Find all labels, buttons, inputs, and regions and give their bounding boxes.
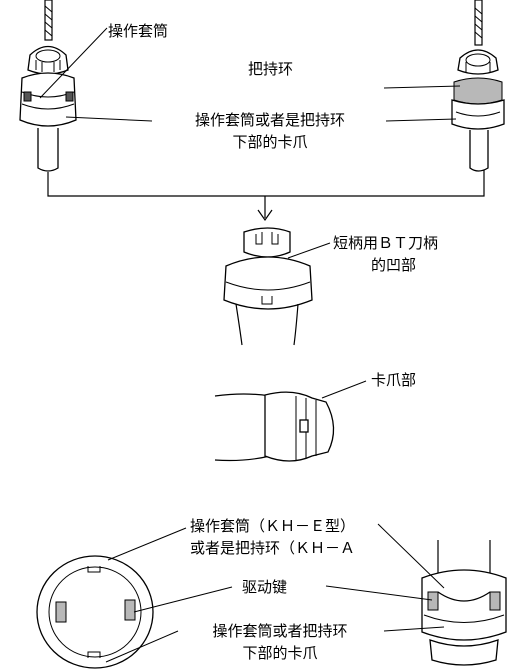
label-claw-part: 卡爪部 (371, 371, 417, 389)
label-bt-recess-line2: 的凹部 (371, 256, 417, 274)
label-holding-ring: 把持环 (248, 60, 294, 78)
label-claw-line1: 操作套筒或者是把持环 (194, 111, 345, 129)
label-bottom-claw-line1: 操作套筒或者把持环 (212, 622, 348, 640)
claw-part (214, 391, 335, 462)
tool-holder-left (19, 0, 77, 172)
bt-holder (223, 227, 313, 346)
label-bt-recess-line1: 短柄用ＢＴ刀柄 (333, 234, 439, 252)
label-drive-key: 驱动键 (242, 578, 288, 596)
tool-holder-right (451, 0, 505, 172)
holder-front-view (421, 540, 507, 666)
ring-top-view (36, 555, 154, 669)
combine-bracket (47, 170, 485, 222)
label-sleeve-type-line2: 或者是把持环（ＫＨ－Ａ (190, 539, 356, 557)
label-sleeve-type-line1: 操作套筒（ＫＨ－Ｅ型） (190, 517, 356, 535)
label-bottom-claw-line2: 下部的卡爪 (242, 644, 318, 662)
leader-lines (39, 27, 461, 663)
label-claw-line2: 下部的卡爪 (232, 133, 308, 151)
label-operation-sleeve: 操作套筒 (108, 22, 169, 40)
